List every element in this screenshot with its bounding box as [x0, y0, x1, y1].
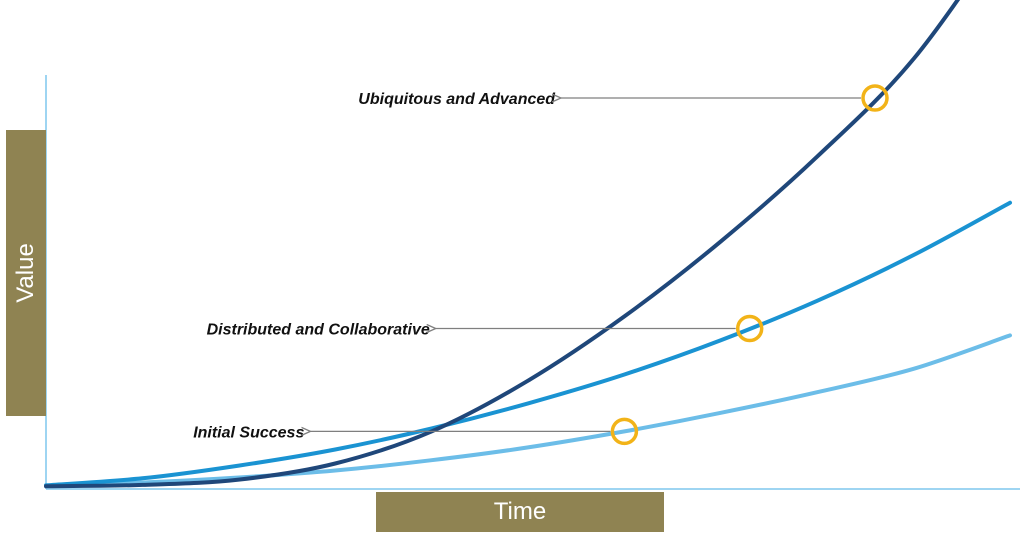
annotation-layer: Initial Success Distributed and Collabora…: [193, 84, 889, 446]
x-axis-label: Time: [493, 498, 547, 525]
series-layer: [44, 0, 1012, 489]
x-axis-label-box: Time: [376, 492, 664, 532]
milestone-marker-1: [610, 417, 639, 446]
stage-label-3: Ubiquitous and Advanced: [358, 91, 556, 108]
series-line-3: [44, 0, 961, 489]
y-axis-label-box: Value: [6, 130, 46, 416]
milestone-marker-3: [861, 84, 889, 112]
stage-label-1: Initial Success: [193, 424, 304, 441]
stage-label-2: Distributed and Collaborative: [207, 322, 430, 339]
series-line-1: [44, 333, 1012, 488]
series-line-2: [44, 200, 1012, 488]
milestone-marker-2: [735, 314, 764, 343]
y-axis-label: Value: [12, 243, 40, 303]
